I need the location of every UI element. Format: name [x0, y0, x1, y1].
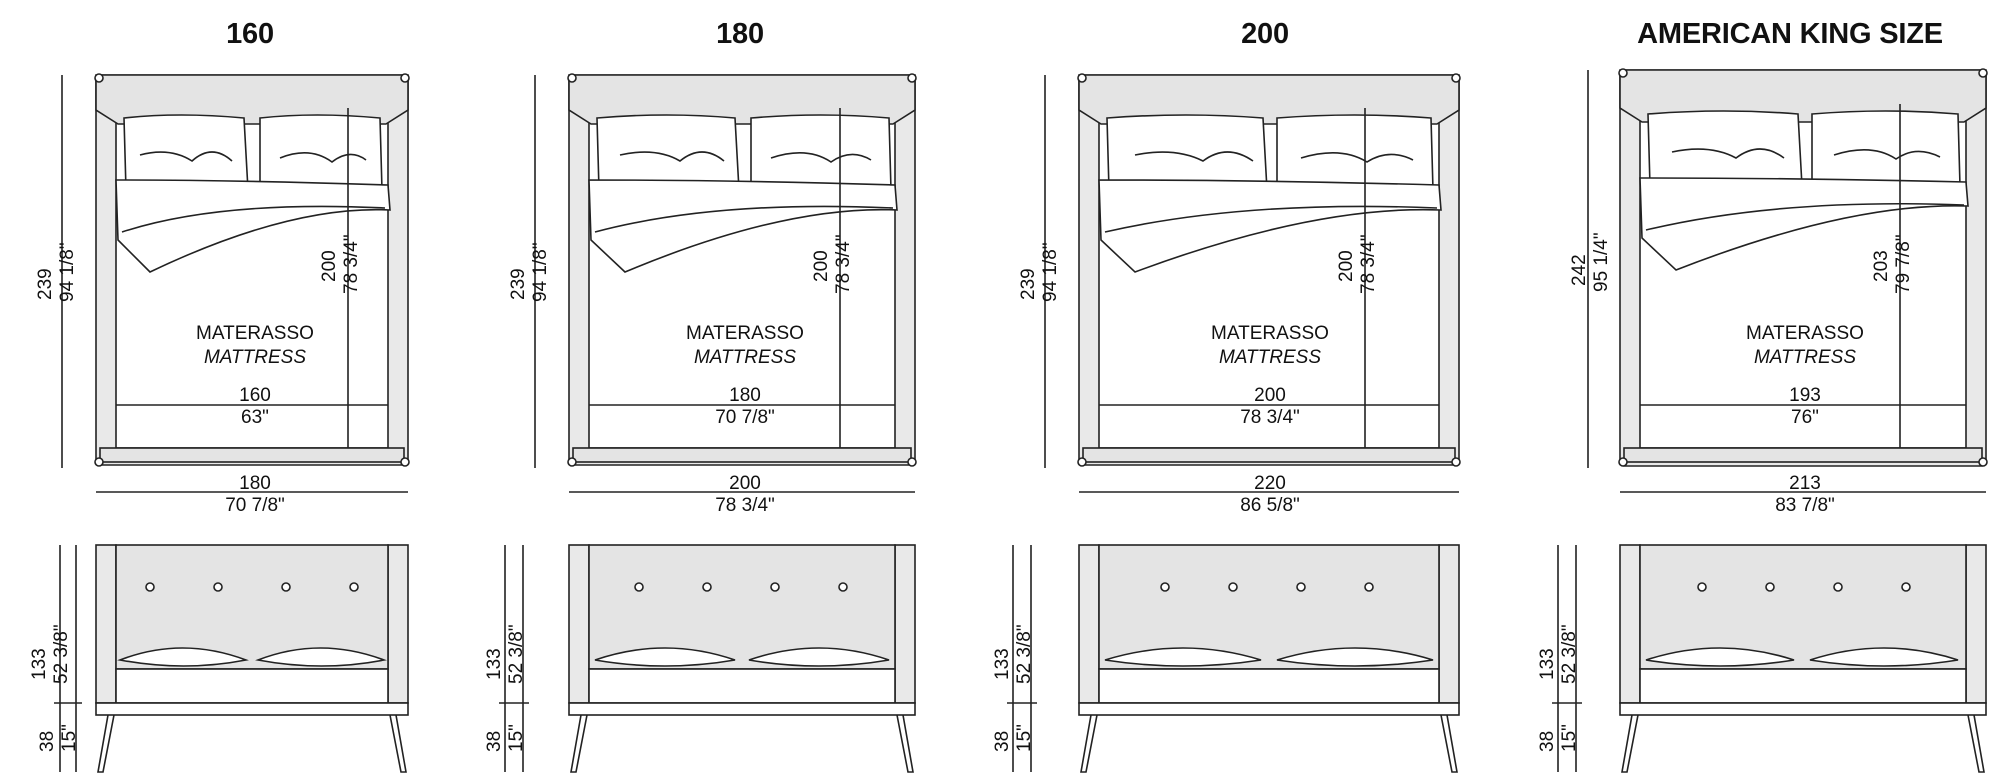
- leg-height-cm: 38: [992, 730, 1013, 752]
- bed-column-200: 200 239 94 1/8" 200 78 3/4" MATERASSO MA…: [985, 0, 1485, 780]
- bed-column-american-king: AMERICAN KING SIZE 242 95 1/4" 203 79 7/…: [1500, 0, 2000, 780]
- total-width-in: 83 7/8": [1775, 495, 1835, 516]
- mattress-width-in: 70 7/8": [715, 407, 775, 428]
- total-width-in: 86 5/8": [1240, 495, 1300, 516]
- leg-height-in: 15": [1559, 724, 1580, 752]
- headboard-height-cm: 133: [29, 648, 50, 680]
- bed-column-160: 160 239 94: [0, 0, 500, 780]
- bed-plan-view: [1044, 73, 1461, 493]
- mattress-label-en: MATTRESS: [1218, 347, 1322, 368]
- bed-plan-view: [534, 73, 917, 493]
- bed-plan-view: [1587, 68, 1988, 493]
- leg-height-in: 15": [59, 724, 80, 752]
- mattress-label: MATERASSO: [1211, 323, 1329, 344]
- mattress-label-en: MATTRESS: [693, 347, 797, 368]
- headboard-height-in: 52 3/8": [1559, 624, 1580, 684]
- mattress-width-cm: 200: [1254, 385, 1286, 406]
- leg-height-cm: 38: [484, 730, 505, 752]
- leg-height-in: 15": [1014, 724, 1035, 752]
- total-width-in: 78 3/4": [715, 495, 775, 516]
- headboard-height-in: 52 3/8": [1014, 624, 1035, 684]
- mattress-width-cm: 160: [239, 385, 271, 406]
- mattress-width-cm: 193: [1789, 385, 1821, 406]
- headboard-height-in: 52 3/8": [51, 624, 72, 684]
- bed-front-view: [1552, 544, 1987, 773]
- size-title: 160: [226, 18, 274, 50]
- leg-height-in: 15": [506, 724, 527, 752]
- headboard-height-in: 52 3/8": [506, 624, 527, 684]
- mattress-label: MATERASSO: [686, 323, 804, 344]
- mattress-label-en: MATTRESS: [203, 347, 307, 368]
- total-width-cm: 200: [729, 473, 761, 494]
- size-title: AMERICAN KING SIZE: [1637, 18, 1943, 50]
- mattress-width-in: 76": [1791, 407, 1819, 428]
- headboard-height-cm: 133: [484, 648, 505, 680]
- headboard-height-cm: 133: [992, 648, 1013, 680]
- bed-plan-view: [61, 73, 410, 493]
- size-title: 180: [716, 18, 764, 50]
- total-width-in: 70 7/8": [225, 495, 285, 516]
- total-width-cm: 180: [239, 473, 271, 494]
- size-title: 200: [1241, 18, 1289, 50]
- mattress-label: MATERASSO: [196, 323, 314, 344]
- mattress-label: MATERASSO: [1746, 323, 1864, 344]
- headboard-height-cm: 133: [1537, 648, 1558, 680]
- mattress-label-en: MATTRESS: [1753, 347, 1857, 368]
- mattress-width-cm: 180: [729, 385, 761, 406]
- bed-column-180: 180 239 94 1/8" 200 78 3/4" MATERASSO MA…: [475, 0, 975, 780]
- total-width-cm: 213: [1789, 473, 1821, 494]
- total-width-cm: 220: [1254, 473, 1286, 494]
- bed-front-view: [54, 544, 409, 773]
- leg-height-cm: 38: [1537, 730, 1558, 752]
- mattress-width-in: 78 3/4": [1240, 407, 1300, 428]
- bed-front-view: [1007, 544, 1460, 773]
- leg-height-cm: 38: [37, 730, 58, 752]
- bed-front-view: [499, 544, 916, 773]
- mattress-width-in: 63": [241, 407, 269, 428]
